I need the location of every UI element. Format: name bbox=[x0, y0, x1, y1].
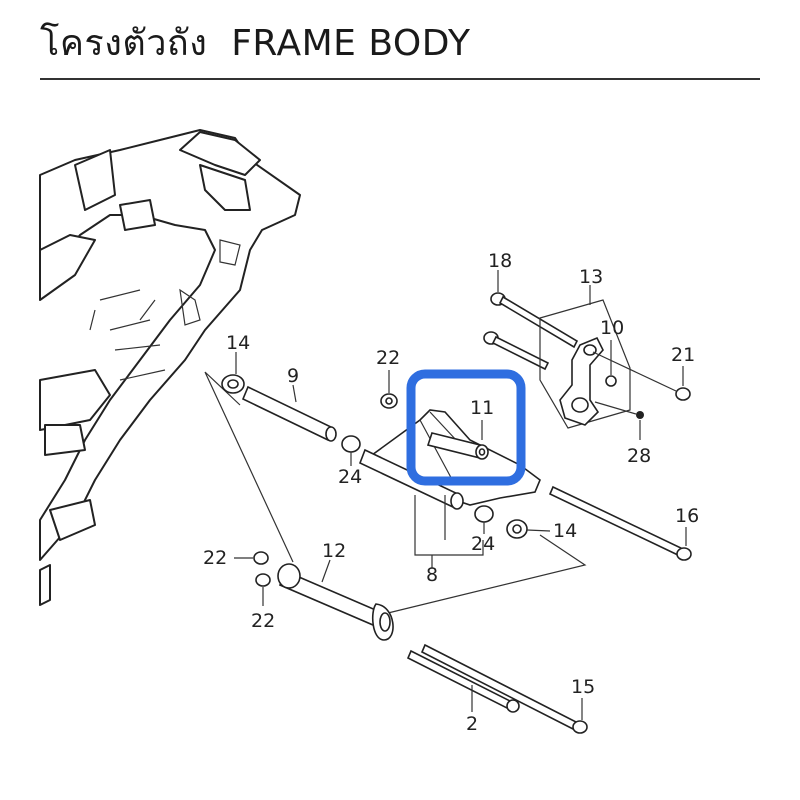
part-24-bushing-upper bbox=[341, 435, 361, 453]
callout-28: 28 bbox=[627, 445, 651, 467]
callout-9: 9 bbox=[287, 365, 299, 387]
callout-12: 12 bbox=[322, 540, 346, 562]
callout-24-lower: 24 bbox=[471, 533, 495, 555]
callout-8: 8 bbox=[426, 564, 438, 586]
part-15-bolt bbox=[420, 643, 588, 734]
part-14-washer-right bbox=[506, 519, 528, 539]
part-12-pivot-pipe bbox=[277, 563, 394, 641]
leader-12 bbox=[321, 559, 331, 583]
callout-2: 2 bbox=[466, 713, 478, 735]
part-13-group-outline bbox=[539, 299, 631, 429]
part-22-nut-top bbox=[380, 393, 398, 409]
part-28-nut bbox=[636, 411, 644, 419]
part-16-bolt bbox=[548, 485, 692, 561]
part-13-bracket bbox=[559, 336, 604, 426]
callout-18: 18 bbox=[488, 250, 512, 272]
leader-14b bbox=[526, 529, 551, 532]
frame-body-illustration bbox=[39, 129, 301, 606]
callout-14-left: 14 bbox=[226, 332, 250, 354]
part-18-bolt bbox=[490, 292, 579, 349]
part-8-swing-arm bbox=[358, 409, 541, 510]
part-2-bolt bbox=[406, 649, 520, 713]
callout-10: 10 bbox=[600, 317, 624, 339]
leader-21-line bbox=[592, 351, 677, 392]
callout-15: 15 bbox=[571, 676, 595, 698]
title-english: FRAME BODY bbox=[231, 23, 471, 64]
callout-16: 16 bbox=[675, 505, 699, 527]
part-10-nut bbox=[605, 375, 617, 387]
callout-14-right: 14 bbox=[553, 520, 577, 542]
leader-28-line bbox=[594, 401, 637, 415]
page-title: โครงตัวถัง FRAME BODY bbox=[40, 14, 470, 71]
leader-8-bracket bbox=[414, 495, 484, 556]
callout-24-upper: 24 bbox=[338, 466, 362, 488]
part-11-collar bbox=[426, 432, 489, 460]
leader-12-right bbox=[387, 534, 587, 614]
title-divider bbox=[40, 78, 760, 80]
bolt-upper-secondary bbox=[483, 331, 550, 371]
part-14-washer-left bbox=[221, 374, 245, 394]
callout-13: 13 bbox=[579, 266, 603, 288]
part-24-bushing-lower bbox=[474, 505, 494, 523]
part-22-nut-left-b bbox=[255, 573, 271, 587]
callout-22-bottom: 22 bbox=[251, 610, 275, 632]
callout-22-left: 22 bbox=[203, 547, 227, 569]
leader-9 bbox=[292, 384, 297, 403]
part-21-cap bbox=[675, 387, 691, 401]
callout-22-top: 22 bbox=[376, 347, 400, 369]
title-thai: โครงตัวถัง bbox=[40, 23, 208, 64]
highlight-box bbox=[406, 369, 526, 486]
part-9-collar bbox=[241, 385, 337, 442]
callout-21: 21 bbox=[671, 344, 695, 366]
part-22-nut-left-a bbox=[253, 551, 269, 565]
callout-11: 11 bbox=[470, 397, 494, 419]
